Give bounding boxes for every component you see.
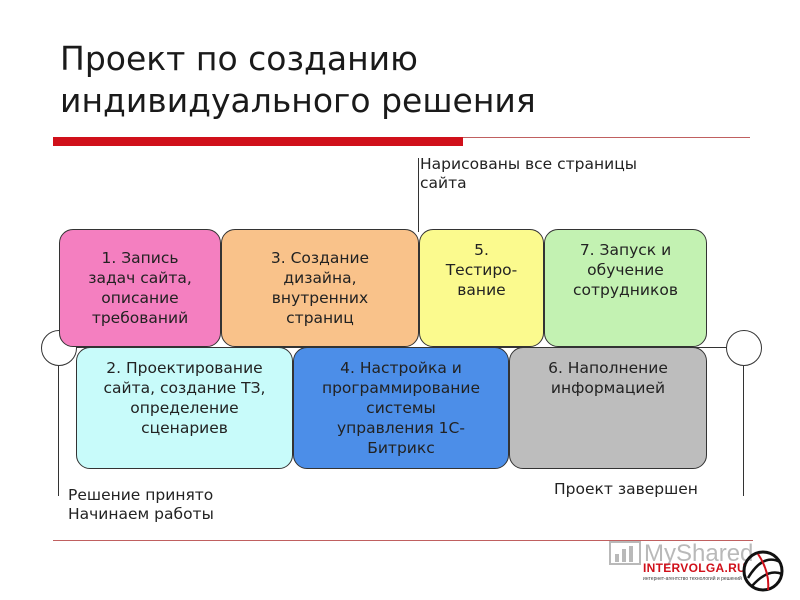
title-underline-bar <box>53 137 463 146</box>
step-3-box: 3. Создание дизайна, внутренних страниц <box>221 229 419 347</box>
step-6-box: 6. Наполнение информацией <box>509 347 707 469</box>
globe-logo-icon <box>742 550 784 592</box>
start-marker-line <box>58 366 59 496</box>
watermark-text: MyShared <box>644 540 754 567</box>
company-logo-text: INTERVOLGA.RU <box>643 561 747 575</box>
note-pages-drawn: Нарисованы все страницы сайта <box>420 155 638 192</box>
note-project-complete: Проект завершен <box>554 480 698 498</box>
step-5-box: 5. Тестиро- вание <box>419 229 544 347</box>
step-4-box: 4. Настройка и программирование системы … <box>293 347 509 469</box>
step-2-box: 2. Проектирование сайта, создание ТЗ, оп… <box>76 347 293 469</box>
watermark-chart-icon <box>609 541 641 565</box>
timeline-end-circle <box>726 330 762 366</box>
slide-title: Проект по созданию индивидуального решен… <box>60 38 620 122</box>
company-logo-subtitle: интернет-агентство технологий и решений <box>643 576 742 582</box>
milestone-marker-line <box>418 158 419 232</box>
end-marker-line <box>743 366 744 496</box>
title-line-2: индивидуального решения <box>60 81 536 120</box>
title-underline-thin <box>463 137 750 138</box>
step-1-box: 1. Запись задач сайта, описание требован… <box>59 229 221 347</box>
note-decision-made: Решение принято Начинаем работы <box>68 486 214 524</box>
note-decision-line-2: Начинаем работы <box>68 505 214 523</box>
title-line-1: Проект по созданию <box>60 39 418 78</box>
note-decision-line-1: Решение принято <box>68 486 214 504</box>
step-7-box: 7. Запуск и обучение сотрудников <box>544 229 707 347</box>
footer-line <box>53 540 753 541</box>
